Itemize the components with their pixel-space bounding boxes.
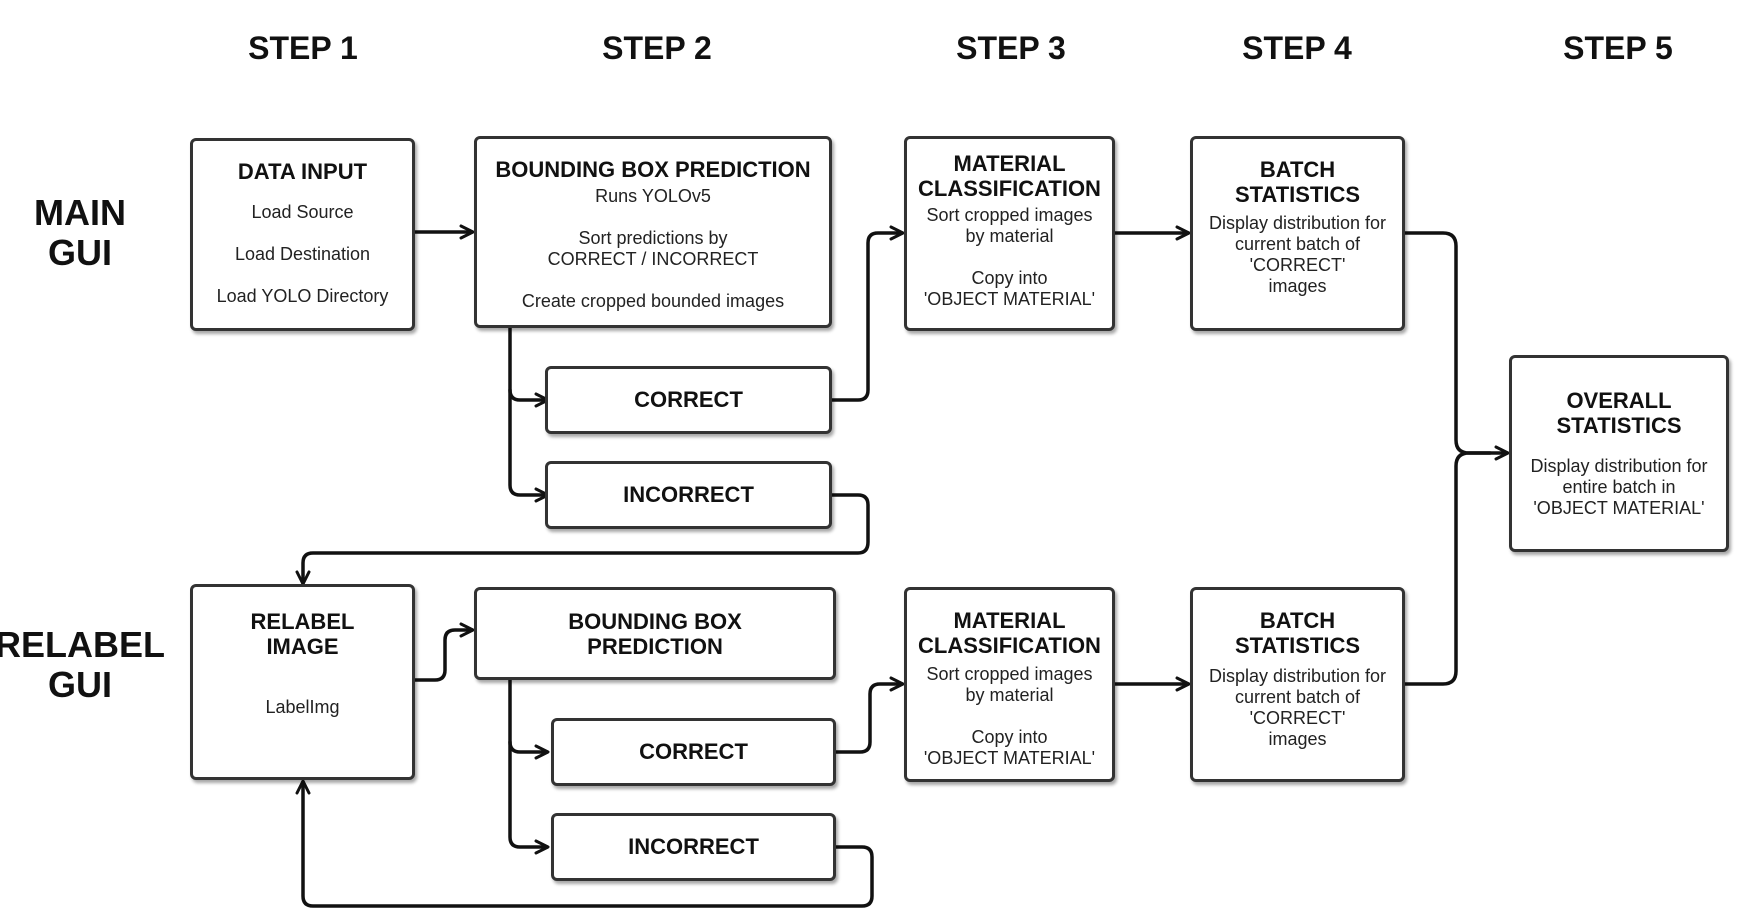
relabel-title-line-2: IMAGE: [266, 634, 339, 659]
bbox-relabel-title-line-2: PREDICTION: [587, 634, 723, 659]
arrow-relabel-to-bbox: [413, 622, 475, 682]
data-input-box: DATA INPUT Load Source Load Destination …: [190, 138, 415, 331]
load-yolo-directory-label: Load YOLO Directory: [216, 286, 389, 306]
bbox-relabel-title-line-1: BOUNDING BOX: [568, 609, 742, 634]
correct-box: CORRECT: [545, 366, 832, 434]
material-relabel-title-line-2: CLASSIFICATION: [918, 633, 1101, 658]
step-4-header: STEP 4: [1242, 30, 1352, 66]
arrow-incorrect-relabel-loop: [295, 779, 874, 908]
display-distribution-relabel-label: Display distribution for: [1208, 666, 1387, 686]
main-gui-label: MAIN GUI: [0, 193, 180, 273]
correct-quoted-relabel-label: 'CORRECT': [1249, 708, 1346, 728]
arrow-correct-to-material: [830, 225, 905, 402]
incorrect-box: INCORRECT: [545, 461, 832, 529]
current-batch-relabel-label: current batch of: [1234, 687, 1361, 707]
images-relabel-label: images: [1268, 729, 1327, 749]
arrow-incorrect-to-relabel: [295, 493, 870, 586]
labelimg-label: LabelImg: [265, 697, 340, 717]
entire-batch-label: entire batch in: [1562, 477, 1676, 497]
relabel-title-line-1: RELABEL: [250, 609, 355, 634]
material-title-line-1: MATERIAL: [953, 151, 1066, 176]
bbox-prediction-relabel-box: BOUNDING BOX PREDICTION: [474, 587, 836, 680]
arrow-batch-relabel-to-overall: [1403, 451, 1492, 686]
arrow-correct-to-material-relabel: [834, 676, 905, 754]
batch-relabel-title-line-2: STATISTICS: [1234, 633, 1361, 658]
arrow-batch-to-overall: [1403, 231, 1510, 461]
correct-relabel-box: CORRECT: [551, 718, 836, 786]
batch-relabel-title-line-1: BATCH: [1259, 608, 1336, 633]
main-gui-label-line-1: MAIN: [34, 192, 126, 233]
overall-display-distribution-label: Display distribution for: [1530, 456, 1708, 476]
relabel-image-box: RELABEL IMAGE LabelImg: [190, 584, 415, 780]
bbox-prediction-box: BOUNDING BOX PREDICTION Runs YOLOv5 Sort…: [474, 136, 832, 328]
images-label: images: [1268, 276, 1327, 296]
object-material-relabel-label: 'OBJECT MATERIAL': [923, 748, 1096, 768]
step-1-header: STEP 1: [248, 30, 358, 66]
arrow-bbox-to-correct: [508, 326, 550, 408]
batch-title-line-2: STATISTICS: [1234, 182, 1361, 207]
material-classification-relabel-box: MATERIAL CLASSIFICATION Sort cropped ima…: [904, 587, 1115, 782]
load-source-label: Load Source: [251, 202, 354, 222]
by-material-relabel-label: by material: [965, 685, 1054, 705]
material-relabel-title-line-1: MATERIAL: [953, 608, 1066, 633]
object-material-label: 'OBJECT MATERIAL': [923, 289, 1096, 309]
data-input-title: DATA INPUT: [237, 159, 368, 184]
correct-quoted-label: 'CORRECT': [1249, 255, 1346, 275]
arrow-bbox-to-incorrect-relabel: [508, 740, 550, 855]
sort-cropped-relabel-label: Sort cropped images: [926, 664, 1093, 684]
sort-cropped-label: Sort cropped images: [926, 205, 1093, 225]
create-cropped-label: Create cropped bounded images: [521, 291, 785, 311]
material-classification-box: MATERIAL CLASSIFICATION Sort cropped ima…: [904, 136, 1115, 331]
main-gui-label-line-2: GUI: [47, 232, 112, 273]
bbox-prediction-title: BOUNDING BOX PREDICTION: [495, 157, 811, 182]
batch-statistics-box: BATCH STATISTICS Display distribution fo…: [1190, 136, 1405, 331]
relabel-gui-label: RELABEL GUI: [0, 625, 180, 705]
relabel-gui-label-line-2: GUI: [47, 664, 112, 705]
arrow-bbox-to-correct-relabel: [508, 678, 550, 760]
material-title-line-2: CLASSIFICATION: [918, 176, 1101, 201]
by-material-label: by material: [965, 226, 1054, 246]
copy-into-relabel-label: Copy into: [971, 727, 1048, 747]
sort-predictions-label: Sort predictions by: [578, 228, 728, 248]
incorrect-relabel-box: INCORRECT: [551, 813, 836, 881]
display-distribution-label: Display distribution for: [1208, 213, 1387, 233]
load-destination-label: Load Destination: [234, 244, 371, 264]
step-2-header: STEP 2: [602, 30, 712, 66]
overall-title-line-1: OVERALL: [1566, 388, 1672, 413]
arrow-bbox-to-incorrect: [508, 388, 550, 503]
correct-incorrect-label: CORRECT / INCORRECT: [547, 249, 759, 269]
overall-object-material-label: 'OBJECT MATERIAL': [1533, 498, 1705, 518]
copy-into-label: Copy into: [971, 268, 1048, 288]
batch-title-line-1: BATCH: [1259, 157, 1336, 182]
runs-yolov5-label: Runs YOLOv5: [595, 186, 711, 206]
relabel-gui-label-line-1: RELABEL: [0, 624, 165, 665]
overall-title-line-2: STATISTICS: [1556, 413, 1682, 438]
overall-statistics-box: OVERALL STATISTICS Display distribution …: [1509, 355, 1729, 552]
step-3-header: STEP 3: [956, 30, 1066, 66]
current-batch-label: current batch of: [1234, 234, 1361, 254]
step-5-header: STEP 5: [1563, 30, 1673, 66]
batch-statistics-relabel-box: BATCH STATISTICS Display distribution fo…: [1190, 587, 1405, 782]
